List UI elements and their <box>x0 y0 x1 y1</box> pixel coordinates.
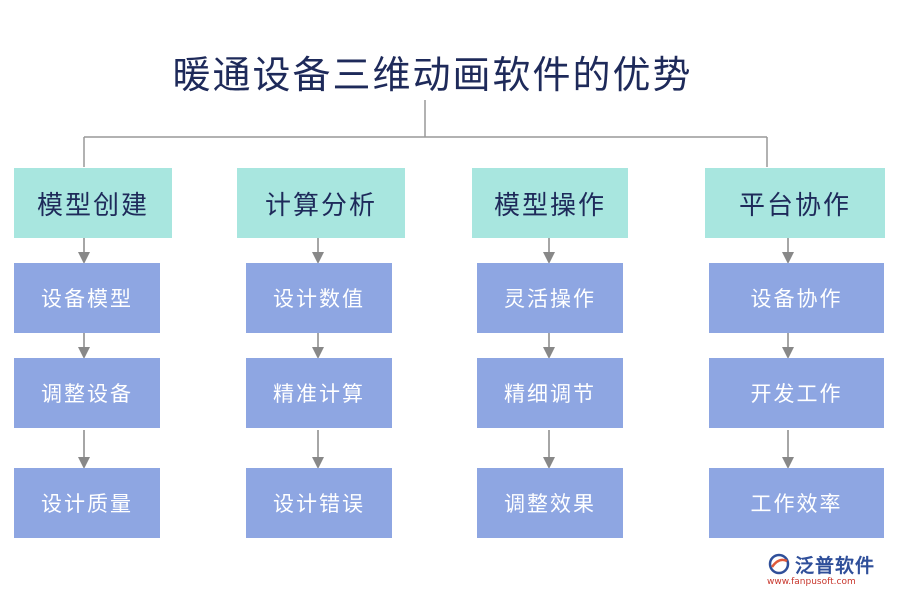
item-1-1: 设备模型 <box>14 263 160 333</box>
fanpu-logo: 泛普软件 www.fanpusoft.com <box>767 551 897 595</box>
item-4-3: 工作效率 <box>709 468 884 538</box>
diagram-title: 暖通设备三维动画软件的优势 <box>172 53 693 97</box>
item-3-2: 精细调节 <box>477 358 623 428</box>
column-header-2: 计算分析 <box>237 168 405 238</box>
logo-url: www.fanpusoft.com <box>767 577 856 587</box>
column-header-4: 平台协作 <box>705 168 885 238</box>
item-2-1: 设计数值 <box>246 263 392 333</box>
item-3-3: 调整效果 <box>477 468 623 538</box>
item-2-2: 精准计算 <box>246 358 392 428</box>
column-header-1: 模型创建 <box>14 168 172 238</box>
column-header-3: 模型操作 <box>472 168 628 238</box>
item-1-3: 设计质量 <box>14 468 160 538</box>
item-1-2: 调整设备 <box>14 358 160 428</box>
item-4-1: 设备协作 <box>709 263 884 333</box>
logo-name: 泛普软件 <box>795 555 876 577</box>
fanpu-logo-icon <box>768 553 790 575</box>
item-2-3: 设计错误 <box>246 468 392 538</box>
item-4-2: 开发工作 <box>709 358 884 428</box>
item-3-1: 灵活操作 <box>477 263 623 333</box>
